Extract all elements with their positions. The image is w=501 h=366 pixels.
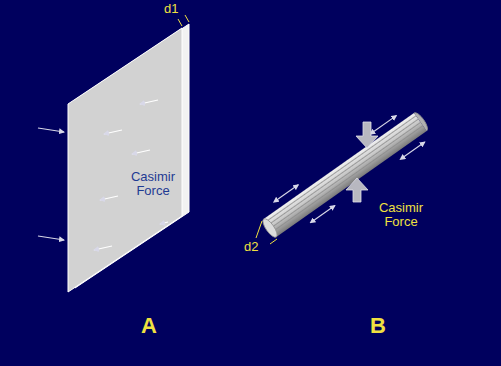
dimension-label: d2 — [244, 240, 258, 254]
cylinder — [256, 104, 435, 246]
panel-letter: A — [141, 314, 157, 337]
casimir-arrows — [346, 122, 378, 202]
force-label: Casimir Force — [376, 201, 426, 228]
dimension-label: d1 — [164, 2, 178, 16]
force-arrows — [38, 128, 64, 240]
panel-letter: B — [370, 314, 386, 337]
force-label: Casimir Force — [128, 170, 178, 197]
parallel-plates — [68, 24, 189, 292]
dimension-leader — [178, 15, 189, 26]
dimension-leader — [256, 221, 277, 244]
